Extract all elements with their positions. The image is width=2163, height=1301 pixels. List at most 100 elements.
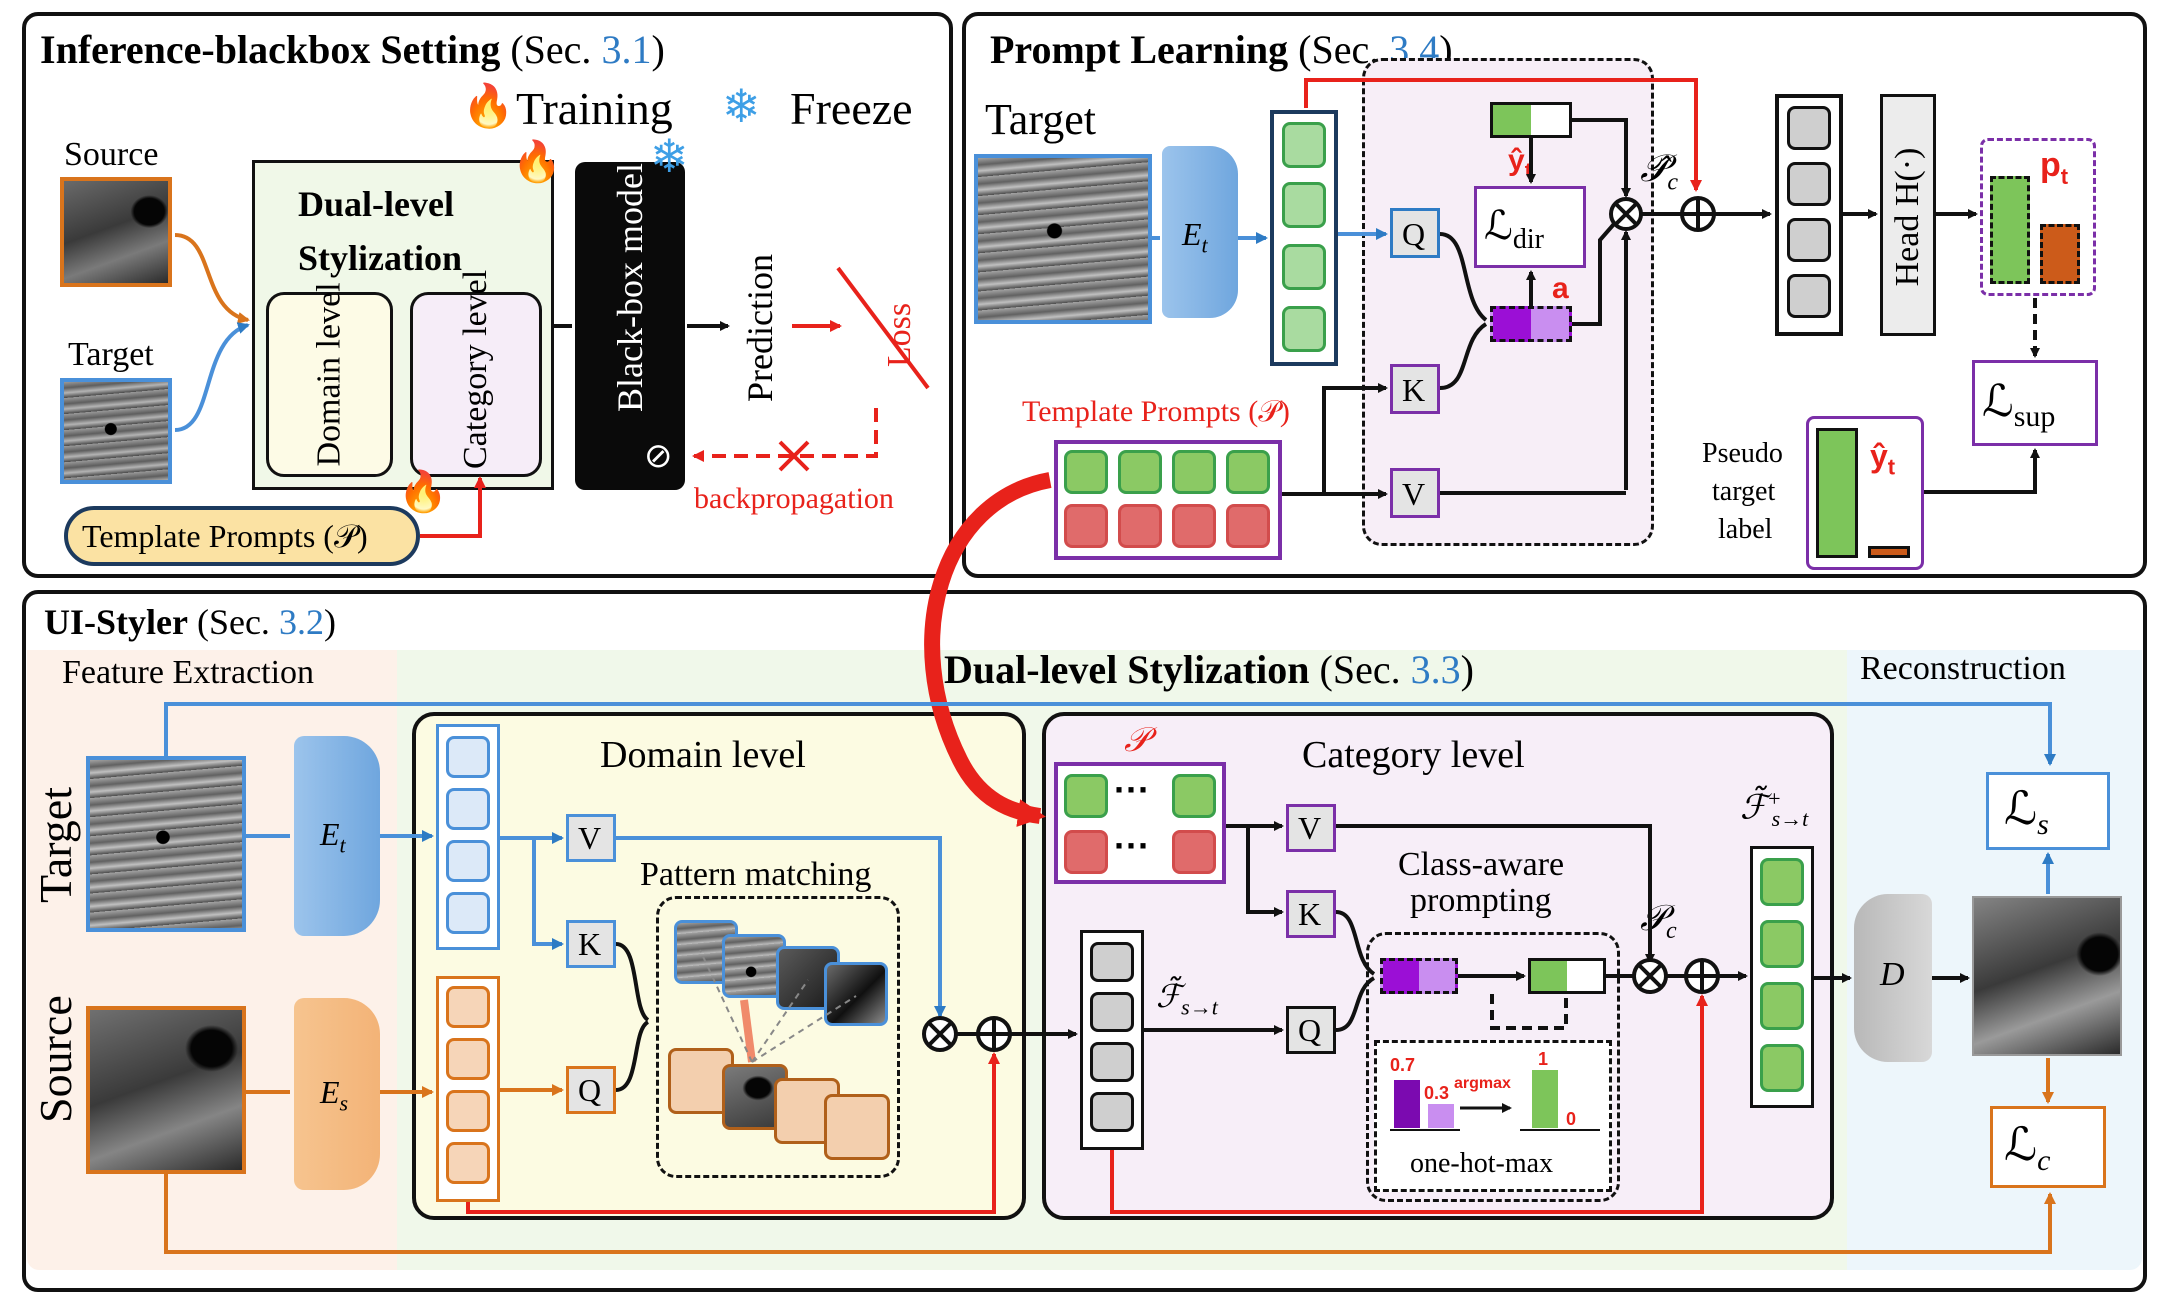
bar <box>2040 224 2080 284</box>
bar <box>1394 1080 1420 1128</box>
head-block <box>1880 94 1936 336</box>
reconstruction-label: Reconstruction <box>1860 650 2066 687</box>
feature-cell <box>446 1142 490 1184</box>
value-box <box>1286 804 1336 852</box>
domain-level-title: Domain level <box>600 734 806 776</box>
ellipsis-icon: ··· <box>1114 769 1150 810</box>
prompt-cell <box>1172 504 1216 548</box>
ellipsis-icon: ··· <box>1114 825 1150 866</box>
encoder-s-label: Es <box>320 1074 349 1116</box>
feature-cell <box>1760 858 1804 906</box>
target-patch <box>824 962 888 1026</box>
prompt-cell <box>1064 450 1108 494</box>
pseudo-label-line1: Pseudo <box>1702 438 1783 469</box>
feature-cell <box>446 1038 490 1080</box>
fire-icon: 🔥 <box>512 139 562 184</box>
prompt-cell <box>1064 774 1108 818</box>
value-label: V <box>1298 810 1322 846</box>
feature-cell <box>1787 274 1831 318</box>
blackbox-model-block <box>575 162 685 490</box>
feature-cell <box>1090 942 1134 982</box>
key-label: K <box>578 926 602 962</box>
yhat-label: ŷt <box>1508 144 1532 182</box>
onehot-label-vector <box>1490 102 1572 138</box>
source-ultrasound-image <box>60 177 172 287</box>
category-level-block <box>410 292 542 477</box>
encoder-t-block <box>1162 146 1238 318</box>
query-box <box>1286 1006 1336 1054</box>
prompt-cell <box>1118 450 1162 494</box>
f-st-label: ℱ̃s→t <box>1156 978 1218 1020</box>
feature-cell <box>446 840 490 882</box>
value-0: 0 <box>1566 1109 1577 1129</box>
supervised-loss-label: ℒsup <box>1982 377 2056 433</box>
query-box <box>566 1066 616 1114</box>
backpropagation-text: backpropagation <box>694 482 894 515</box>
panel-title-prompt-learning: Prompt Learning (Sec. 3.4) <box>990 27 1453 72</box>
onehot-vector <box>1528 958 1606 994</box>
source-label: Source <box>64 136 159 173</box>
key-box <box>566 920 616 968</box>
key-label: K <box>1402 372 1426 408</box>
one-hot-max-label: one-hot-max <box>1410 1148 1554 1179</box>
feature-cell <box>1282 182 1326 228</box>
prompt-cell <box>1118 504 1162 548</box>
feature-extraction-label: Feature Extraction <box>62 654 315 691</box>
feature-cell <box>1282 122 1326 168</box>
attention-vector <box>1490 306 1572 342</box>
direction-loss-box <box>1474 186 1586 268</box>
feature-cell <box>1760 982 1804 1030</box>
bar <box>1868 546 1910 558</box>
template-prompts-text: Template Prompts (𝒫) <box>82 518 368 554</box>
encoder-s-block <box>294 998 380 1190</box>
target-label: Target <box>68 336 154 373</box>
value-1: 1 <box>1538 1049 1549 1069</box>
class-aware-line2: prompting <box>1410 882 1552 919</box>
direction-loss-label: ℒdir <box>1484 203 1544 255</box>
target-label: Target <box>985 95 1096 144</box>
attention-vector <box>1380 958 1458 994</box>
feature-cell <box>1090 992 1134 1032</box>
feature-cell <box>1090 1042 1134 1082</box>
feature-cell <box>1282 244 1326 290</box>
value-box <box>566 814 616 862</box>
template-prompts-pill <box>64 506 420 566</box>
target-ultrasound-image <box>86 756 246 932</box>
key-label: K <box>1298 896 1322 932</box>
prompt-cell <box>1064 830 1108 874</box>
value-07: 0.7 <box>1390 1055 1416 1075</box>
key-box <box>1286 890 1336 938</box>
p-t-label: pt <box>2040 146 2069 189</box>
bar <box>1532 1070 1558 1128</box>
feature-cell <box>446 1090 490 1132</box>
class-aware-line1: Class-aware <box>1398 846 1565 883</box>
encoder-t-block <box>294 736 380 936</box>
prompt-cell <box>1172 774 1216 818</box>
query-label: Q <box>1402 216 1426 252</box>
supervised-loss-box <box>1972 360 2098 446</box>
feature-cell <box>1282 306 1326 352</box>
encoder-t-label: Et <box>320 816 346 858</box>
dual-level-stylization-title: Dual-level Stylization (Sec. 3.3) <box>944 647 1474 692</box>
style-loss-box <box>1986 772 2110 850</box>
style-loss-label: ℒs <box>2004 783 2049 842</box>
feature-cell <box>446 788 490 830</box>
domain-level-block <box>266 292 393 477</box>
fire-icon: 🔥 <box>398 469 448 514</box>
no-gradient-icon: ⊘ <box>644 438 673 475</box>
decoder-label: D <box>1880 956 1905 993</box>
f-st-plus-label: ℱ̃+s→t <box>1740 786 1809 832</box>
pattern-matching-label: Pattern matching <box>640 856 872 893</box>
attention-a-label: a <box>1552 272 1569 305</box>
panel-title-ui-styler: UI-Styler (Sec. 3.2) <box>44 602 336 642</box>
content-loss-box <box>1990 1106 2106 1188</box>
category-level-title: Category level <box>1302 734 1525 776</box>
feature-cell <box>1787 106 1831 150</box>
prompt-cell <box>1172 830 1216 874</box>
bar <box>1990 176 2030 284</box>
feature-cell <box>1760 920 1804 968</box>
dual-level-title-line2: Stylization <box>298 238 463 278</box>
bar <box>1428 1104 1454 1128</box>
